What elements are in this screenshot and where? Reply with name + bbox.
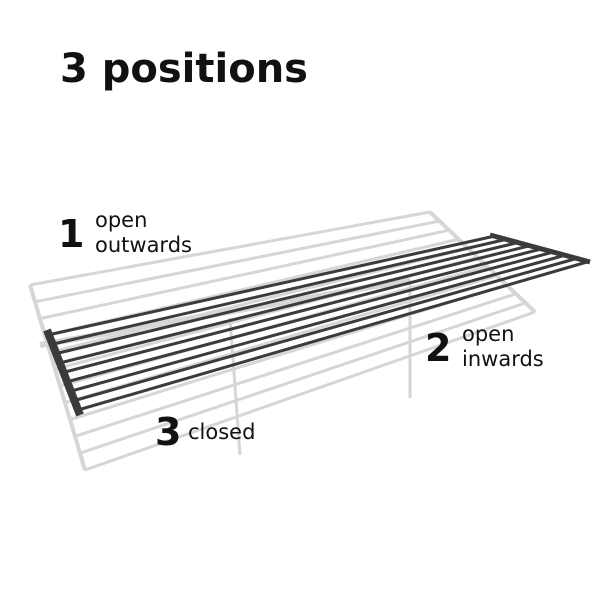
rack-rod (70, 254, 565, 393)
rack-rod (51, 237, 507, 346)
rack-rod (55, 241, 519, 356)
ghost-rod (34, 219, 440, 304)
rack-open-inwards (43, 232, 591, 417)
position-1-label-line2: outwards (95, 233, 192, 257)
position-3-label: closed (188, 420, 256, 444)
position-1-number: 1 (58, 212, 85, 256)
position-3-number: 3 (155, 410, 182, 454)
rack-rod (73, 257, 576, 403)
ghost-rod (39, 228, 450, 321)
position-1-label: open outwards (95, 208, 192, 258)
rack-front-bar (43, 328, 84, 417)
position-2-label-line2: inwards (462, 347, 544, 371)
ghost-rack-positions (28, 210, 537, 472)
rack-rod (58, 244, 530, 365)
ghost-rod (84, 310, 536, 472)
rack-rod (62, 247, 542, 374)
rack-rod (66, 250, 553, 384)
rack-rod (77, 260, 588, 412)
position-2-label: open inwards (462, 322, 544, 372)
ghost-frame (28, 284, 87, 471)
position-2-number: 2 (425, 326, 452, 370)
rack-rod (47, 234, 496, 337)
ghost-rod (29, 210, 431, 287)
position-2-label-line1: open (462, 322, 515, 346)
ghost-frame (428, 210, 537, 314)
position-1-label-line1: open (95, 208, 148, 232)
ghost-closed-edge (228, 317, 242, 456)
page-title: 3 positions (60, 46, 308, 92)
ghost-rod (79, 301, 526, 455)
rack-side-bar (489, 232, 591, 265)
ghost-rod (74, 292, 517, 438)
